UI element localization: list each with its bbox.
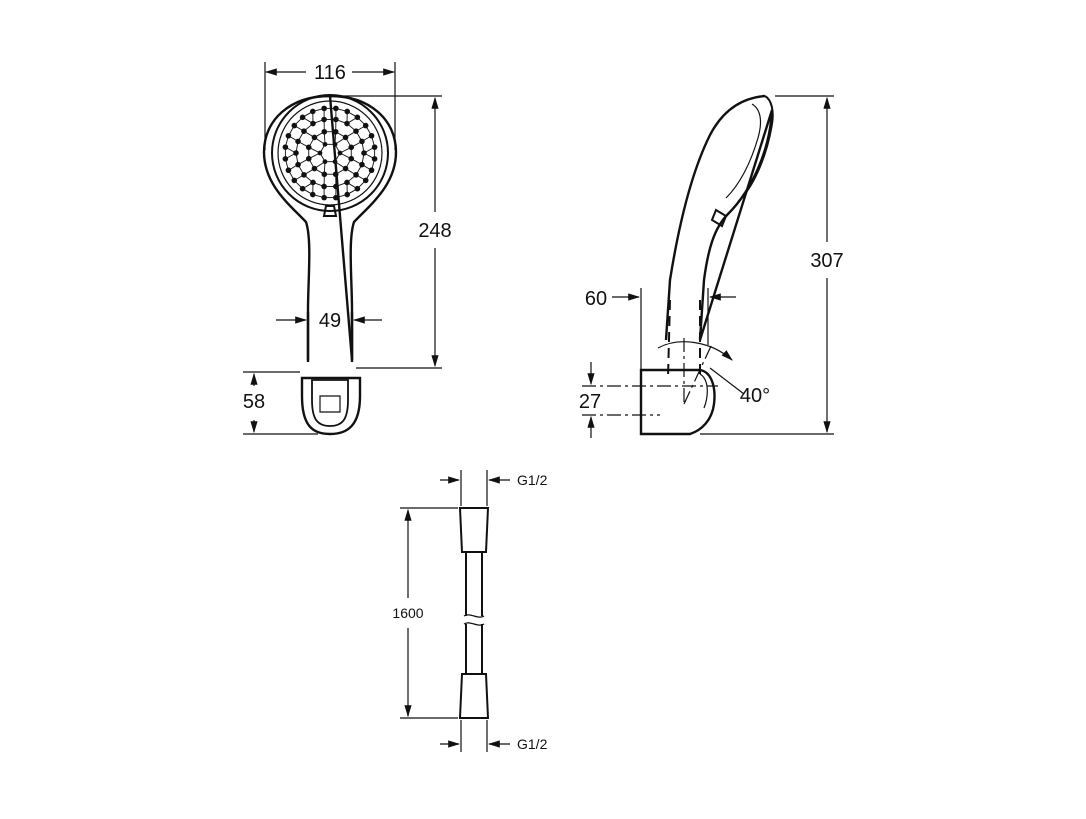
nozzle-dot: [338, 151, 343, 156]
nozzle-dot: [323, 159, 328, 164]
nozzle-dot: [306, 145, 312, 151]
nozzle-dot: [286, 167, 292, 173]
dim-handle-width: 49: [319, 310, 341, 332]
nozzle-dot: [343, 166, 349, 172]
nozzle-dot: [369, 133, 375, 139]
nozzle-dot: [363, 178, 369, 184]
dim-side-height: 307: [810, 250, 843, 272]
nozzle-dot: [310, 180, 316, 186]
side-wall-holder: [641, 370, 714, 434]
side-handset-outline: [666, 96, 772, 340]
nozzle-dot: [295, 162, 301, 168]
dim-head-width: 116: [314, 62, 346, 84]
nozzle-dot: [322, 171, 328, 177]
nozzle-dot: [310, 121, 316, 127]
dim-angle: 40°: [740, 385, 770, 407]
nozzle-dot: [344, 180, 350, 186]
hose-upper: [466, 552, 482, 616]
nozzle-dot: [372, 156, 378, 162]
thread-top-label: G1/2: [517, 472, 548, 488]
nozzle-dot: [333, 106, 339, 112]
nozzle-dot: [283, 156, 289, 162]
nozzle-dot: [333, 184, 339, 190]
nozzle-dot: [310, 109, 316, 115]
dim-hose-length: 1600: [392, 605, 423, 621]
nozzle-dot: [322, 129, 328, 135]
wall-holder-inner: [312, 380, 348, 426]
nozzle-dot: [286, 133, 292, 139]
nozzle-dot: [312, 135, 318, 141]
hose-top-nut: [460, 508, 488, 552]
nozzle-dot: [321, 117, 327, 123]
nozzle-dot: [300, 114, 306, 120]
nozzle-dot: [353, 128, 359, 134]
nozzle-dot: [283, 144, 289, 150]
nozzle-dot: [323, 142, 328, 147]
nozzle-dot: [321, 106, 327, 112]
side-holder-detail: [700, 374, 707, 408]
front-view: 116 248 49 58: [243, 62, 452, 434]
nozzle-dot: [291, 123, 297, 129]
hose-view: G1/2 G1/2 1600: [392, 470, 547, 752]
nozzle-dot: [355, 186, 361, 192]
nozzle-dot: [363, 123, 369, 129]
nozzle-dot: [348, 145, 354, 151]
nozzle-dot: [333, 142, 338, 147]
nozzle-dot: [301, 172, 307, 178]
nozzle-dot: [344, 121, 350, 127]
nozzle-dot: [355, 114, 361, 120]
dim-holder-height: 58: [243, 391, 265, 413]
wall-holder-slot: [320, 396, 340, 412]
nozzle-pattern: [283, 106, 378, 201]
nozzle-dot: [310, 192, 316, 198]
nozzle-dot: [291, 178, 297, 184]
nozzle-dot: [293, 150, 299, 156]
nozzle-dot: [369, 167, 375, 173]
nozzle-dot: [301, 128, 307, 134]
nozzle-dot: [318, 151, 323, 156]
nozzle-dot: [333, 159, 338, 164]
dim-handset-height: 248: [418, 220, 451, 242]
nozzle-dot: [295, 139, 301, 145]
nozzle-dot: [321, 195, 327, 201]
side-spray-face-inner: [726, 104, 760, 198]
nozzle-dot: [333, 171, 339, 177]
nozzle-dot: [348, 156, 354, 162]
side-view: 60 307 27 40°: [579, 96, 844, 438]
hose-bottom-nut: [460, 674, 488, 718]
nozzle-dot: [344, 192, 350, 198]
nozzle-dot: [321, 184, 327, 190]
nozzle-dot: [306, 156, 312, 162]
nozzle-dot: [344, 109, 350, 115]
nozzle-dot: [359, 162, 365, 168]
nozzle-dot: [359, 139, 365, 145]
hose-lower: [466, 624, 482, 674]
side-spray-face: [738, 96, 773, 202]
nozzle-dot: [343, 135, 349, 141]
dim-holder-offset: 27: [579, 391, 601, 413]
spray-face-rim: [272, 95, 388, 211]
nozzle-dot: [361, 150, 367, 156]
dim-side-depth: 60: [585, 288, 607, 310]
nozzle-dot: [333, 195, 339, 201]
thread-bottom-label: G1/2: [517, 736, 548, 752]
hose-break: [464, 615, 484, 625]
nozzle-dot: [300, 186, 306, 192]
nozzle-dot: [333, 129, 339, 135]
nozzle-dot: [312, 166, 318, 172]
nozzle-dot: [372, 144, 378, 150]
nozzle-dot: [353, 172, 359, 178]
nozzle-dot: [333, 117, 339, 123]
